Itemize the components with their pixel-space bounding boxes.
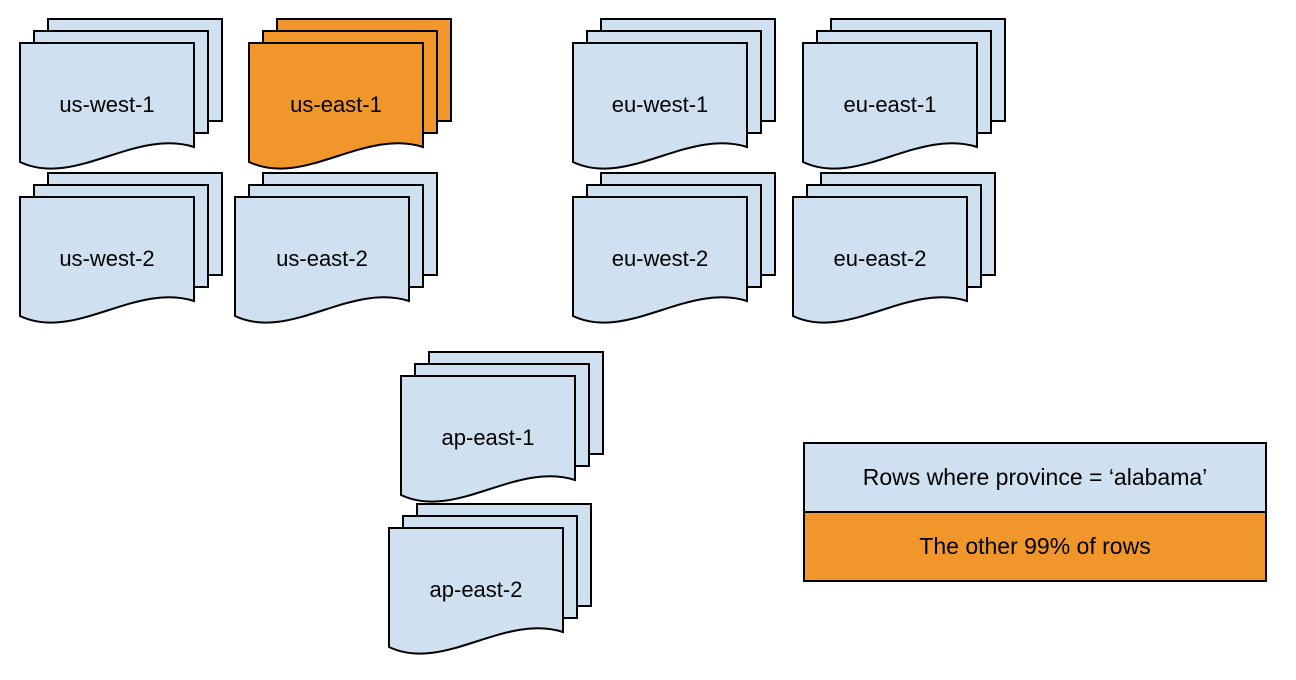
- region-label: eu-west-1: [612, 92, 709, 117]
- document-stack-graphic: us-east-1: [248, 18, 452, 170]
- region-stack-us-west-2: us-west-2: [19, 172, 227, 330]
- region-label: us-west-2: [59, 246, 154, 271]
- document-stack-graphic: ap-east-1: [400, 351, 604, 503]
- region-label: ap-east-1: [442, 425, 535, 450]
- document-page-front: [572, 42, 748, 170]
- document-stack-graphic: eu-west-2: [572, 172, 776, 324]
- region-label: eu-east-2: [834, 246, 927, 271]
- document-page-front: [19, 196, 195, 324]
- document-page-front: [234, 196, 410, 324]
- document-page-front: [802, 42, 978, 170]
- region-stack-eu-west-1: eu-west-1: [572, 18, 780, 176]
- document-page-front: [19, 42, 195, 170]
- region-stack-ap-east-1: ap-east-1: [400, 351, 608, 509]
- document-page-front: [248, 42, 424, 170]
- document-stack-graphic: us-east-2: [234, 172, 438, 324]
- region-label: us-west-1: [59, 92, 154, 117]
- region-stack-eu-west-2: eu-west-2: [572, 172, 780, 330]
- legend-row: The other 99% of rows: [805, 511, 1265, 580]
- document-page-front: [572, 196, 748, 324]
- document-page-front: [792, 196, 968, 324]
- region-stack-eu-east-1: eu-east-1: [802, 18, 1010, 176]
- document-stack-graphic: ap-east-2: [388, 503, 592, 655]
- region-label: us-east-2: [276, 246, 368, 271]
- region-stack-ap-east-2: ap-east-2: [388, 503, 596, 661]
- region-stack-us-east-1: us-east-1: [248, 18, 456, 176]
- document-page-front: [388, 527, 564, 655]
- region-stack-us-west-1: us-west-1: [19, 18, 227, 176]
- legend-row-label: Rows where province = ‘alabama’: [862, 464, 1208, 490]
- document-stack-graphic: eu-west-1: [572, 18, 776, 170]
- region-label: eu-west-2: [612, 246, 709, 271]
- document-stack-graphic: eu-east-1: [802, 18, 1006, 170]
- document-stack-graphic: eu-east-2: [792, 172, 996, 324]
- region-label: ap-east-2: [430, 577, 523, 602]
- legend-row: Rows where province = ‘alabama’: [805, 444, 1265, 511]
- legend-row-label: The other 99% of rows: [919, 533, 1151, 559]
- document-page-front: [400, 375, 576, 503]
- legend: Rows where province = ‘alabama’ The othe…: [803, 442, 1267, 582]
- document-stack-graphic: us-west-2: [19, 172, 223, 324]
- region-label: us-east-1: [290, 92, 382, 117]
- region-label: eu-east-1: [844, 92, 937, 117]
- document-stack-graphic: us-west-1: [19, 18, 223, 170]
- region-stack-eu-east-2: eu-east-2: [792, 172, 1000, 330]
- region-stack-us-east-2: us-east-2: [234, 172, 442, 330]
